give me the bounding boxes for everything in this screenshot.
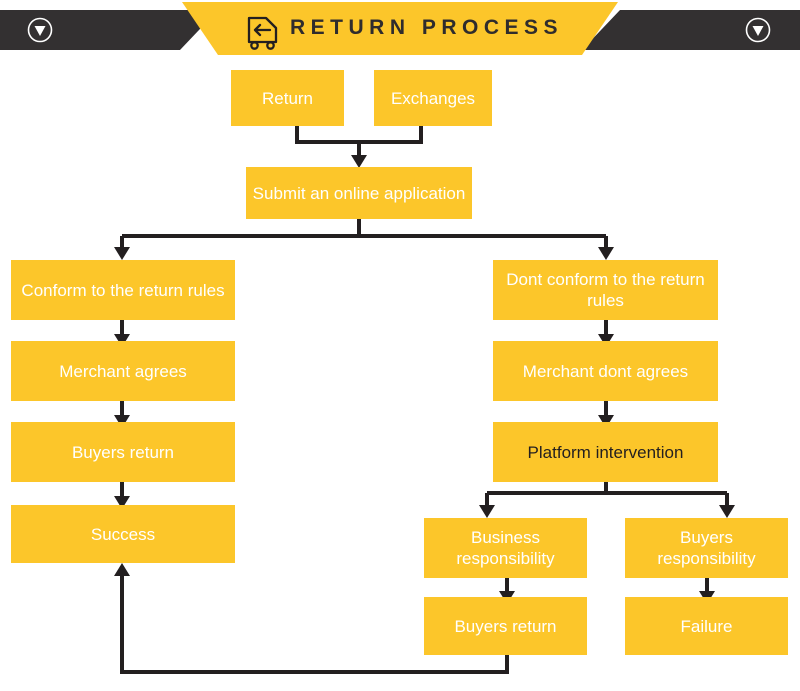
page-header: RETURN PROCESS: [0, 0, 800, 58]
chevron-down-circle-icon-right: [745, 17, 771, 43]
node-buyers-return-bottom[interactable]: Buyers return: [424, 597, 587, 655]
header-banner: [182, 2, 618, 55]
arrowhead-business-resp: [479, 505, 495, 518]
node-submit-online-application[interactable]: Submit an online application: [246, 167, 472, 219]
node-return[interactable]: Return: [231, 70, 344, 126]
node-success[interactable]: Success: [11, 505, 235, 563]
arrowhead-feedback-success: [114, 563, 130, 576]
edge-platform-split: [485, 482, 729, 508]
node-failure[interactable]: Failure: [625, 597, 788, 655]
node-business-responsibility[interactable]: Business responsibility: [424, 518, 587, 578]
node-conform-to-return-rules[interactable]: Conform to the return rules: [11, 260, 235, 320]
header-bar-left: [0, 10, 218, 50]
node-buyers-return-left[interactable]: Buyers return: [11, 422, 235, 482]
header-bar-right: [582, 10, 800, 50]
header-banner-graphic: [0, 2, 800, 55]
node-buyers-responsibility[interactable]: Buyers responsibility: [625, 518, 788, 578]
arrowhead-dontconform: [598, 247, 614, 260]
node-exchanges[interactable]: Exchanges: [374, 70, 492, 126]
node-merchant-agrees[interactable]: Merchant agrees: [11, 341, 235, 401]
arrowhead-buyers-resp: [719, 505, 735, 518]
chevron-down-circle-icon-left: [27, 17, 53, 43]
return-truck-icon: [247, 16, 278, 50]
node-dont-conform-to-return-rules[interactable]: Dont conform to the return rules: [493, 260, 718, 320]
edge-exchanges-to-submit: [359, 126, 423, 144]
page-title: RETURN PROCESS: [290, 16, 564, 39]
node-platform-intervention[interactable]: Platform intervention: [493, 422, 718, 482]
edge-return-to-submit: [295, 126, 359, 144]
edge-submit-split: [120, 219, 608, 250]
node-merchant-dont-agrees[interactable]: Merchant dont agrees: [493, 341, 718, 401]
arrowhead-conform: [114, 247, 130, 260]
